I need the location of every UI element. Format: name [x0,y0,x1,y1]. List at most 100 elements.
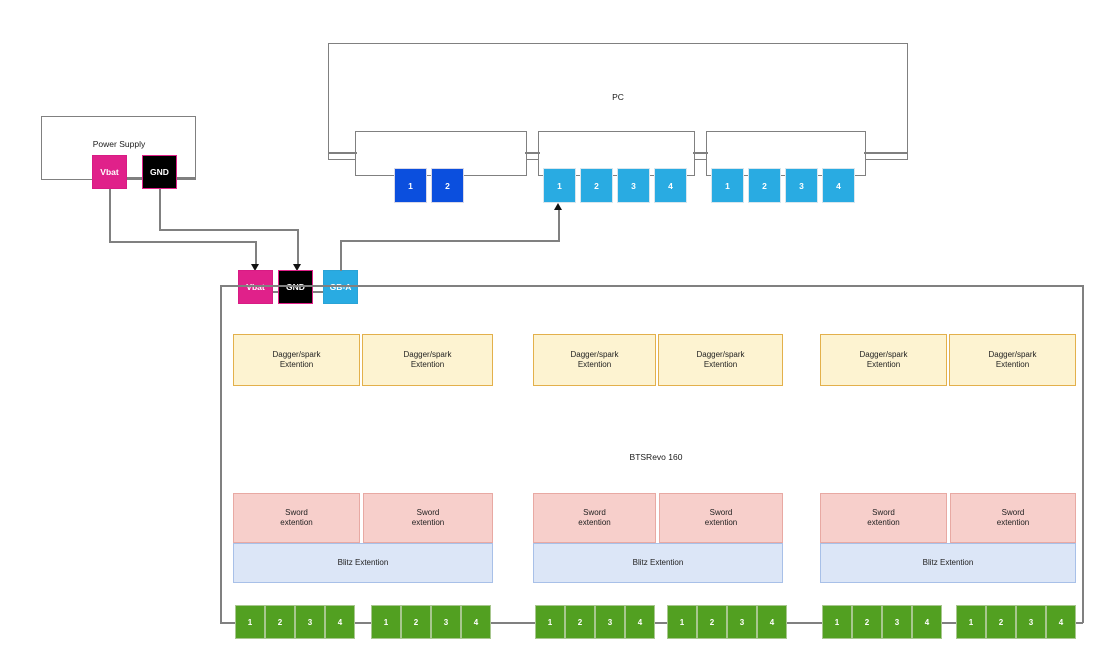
channel-cell-1-2[interactable]: 2 [265,605,295,639]
power-supply-label: Power Supply [92,138,146,149]
channel-cell-4-2[interactable]: 2 [697,605,727,639]
pc-port-2-1[interactable]: 1 [543,168,576,203]
channel-cell-6-2[interactable]: 2 [986,605,1016,639]
channel-cell-1-4[interactable]: 4 [325,605,355,639]
channel-cell-3-1[interactable]: 1 [535,605,565,639]
wire-vbat-down-2 [255,241,257,266]
channel-link-1-2 [355,622,371,624]
pc-port-1-1[interactable]: 1 [394,168,427,203]
sword-extension-card-1[interactable]: Sword extention [233,493,360,543]
pc-port-2-3[interactable]: 3 [617,168,650,203]
channel-cell-4-4[interactable]: 4 [757,605,787,639]
pc-port-3-4[interactable]: 4 [822,168,855,203]
channel-cell-5-2[interactable]: 2 [852,605,882,639]
sword-extension-card-2[interactable]: Sword extention [363,493,493,543]
pc-port-3-3[interactable]: 3 [785,168,818,203]
device-loop-left [220,285,222,623]
sword-card-5-text: Sword extention [867,508,899,528]
channel-cell-5-1[interactable]: 1 [822,605,852,639]
blitz-extension-card-2[interactable]: Blitz Extention [533,543,783,583]
power-supply-terminal-gnd[interactable]: GND [142,155,177,189]
dagger-extension-card-2[interactable]: Dagger/spark Extention [362,334,493,386]
dagger-extension-card-1[interactable]: Dagger/spark Extention [233,334,360,386]
wire-gba-across [340,240,560,242]
pc-link-right-stub [864,152,908,154]
channel-cell-6-4[interactable]: 4 [1046,605,1076,639]
wire-gnd-down-1 [159,189,161,230]
pc-link-shelf2-shelf3 [693,152,708,154]
pc-port-2-4[interactable]: 4 [654,168,687,203]
power-supply-inner-rail [127,177,142,179]
sword-card-3-text: Sword extention [578,508,610,528]
sword-extension-card-4[interactable]: Sword extention [659,493,783,543]
dagger-card-6-line1: Dagger/spark [988,350,1037,359]
channel-cell-5-3[interactable]: 3 [882,605,912,639]
sword-card-2-line1: Sword [416,508,440,517]
dagger-extension-card-3[interactable]: Dagger/spark Extention [533,334,656,386]
wire-vbat-arrowhead [251,264,259,271]
channel-cell-1-1[interactable]: 1 [235,605,265,639]
pc-port-1-2[interactable]: 2 [431,168,464,203]
dagger-card-4-line1: Dagger/spark [696,350,745,359]
dagger-card-1-line1: Dagger/spark [272,350,321,359]
channel-cell-3-4[interactable]: 4 [625,605,655,639]
sword-card-4-line2: extention [704,518,738,527]
channel-cell-2-1[interactable]: 1 [371,605,401,639]
channel-cell-6-3[interactable]: 3 [1016,605,1046,639]
device-terminal-vbat[interactable]: Vbat [238,270,273,304]
channel-cell-4-3[interactable]: 3 [727,605,757,639]
dagger-extension-card-6[interactable]: Dagger/spark Extention [949,334,1076,386]
sword-extension-card-5[interactable]: Sword extention [820,493,947,543]
dagger-card-5-text: Dagger/spark Extention [859,350,907,370]
pc-port-3-1[interactable]: 1 [711,168,744,203]
channel-cell-5-4[interactable]: 4 [912,605,942,639]
channel-cell-6-1[interactable]: 1 [956,605,986,639]
sword-card-2-text: Sword extention [412,508,444,528]
pc-link-left-stub [328,152,357,154]
channel-link-5-6 [942,622,956,624]
device-terminal-link-vbat-gnd [273,291,278,293]
wire-gnd-across [159,229,299,231]
sword-extension-card-3[interactable]: Sword extention [533,493,656,543]
dagger-extension-card-5[interactable]: Dagger/spark Extention [820,334,947,386]
wire-gba-up-1 [340,240,342,271]
channel-cell-3-2[interactable]: 2 [565,605,595,639]
wire-vbat-across [109,241,257,243]
dagger-card-6-line2: Extention [995,360,1030,369]
sword-card-1-line1: Sword [285,508,308,517]
dagger-card-6-text: Dagger/spark Extention [988,350,1036,370]
channel-cell-2-4[interactable]: 4 [461,605,491,639]
pc-link-shelf1-shelf2 [525,152,540,154]
channel-link-4-5 [787,622,822,624]
pc-port-2-2[interactable]: 2 [580,168,613,203]
sword-card-6-line1: Sword [1001,508,1025,517]
blitz-extension-card-1[interactable]: Blitz Extention [233,543,493,583]
device-loop-top [220,285,1083,287]
sword-card-5-line2: extention [867,518,900,527]
sword-extension-card-6[interactable]: Sword extention [950,493,1076,543]
blitz-extension-card-3[interactable]: Blitz Extention [820,543,1076,583]
dagger-extension-card-4[interactable]: Dagger/spark Extention [658,334,783,386]
dagger-card-2-line1: Dagger/spark [403,350,452,359]
pc-port-3-2[interactable]: 2 [748,168,781,203]
channel-cell-4-1[interactable]: 1 [667,605,697,639]
sword-card-1-line2: extention [280,518,313,527]
channel-cell-2-3[interactable]: 3 [431,605,461,639]
dagger-card-1-text: Dagger/spark Extention [272,350,320,370]
device-terminal-gnd[interactable]: GND [278,270,313,304]
device-terminal-link-gnd-gba [313,291,323,293]
power-supply-terminal-vbat[interactable]: Vbat [92,155,127,189]
channel-cell-3-3[interactable]: 3 [595,605,625,639]
sword-card-5-line1: Sword [872,508,895,517]
device-terminal-gba[interactable]: GB-A [323,270,358,304]
sword-card-4-line1: Sword [709,508,733,517]
pc-label: PC [612,91,624,102]
dagger-card-3-text: Dagger/spark Extention [570,350,618,370]
wire-gnd-arrowhead [293,264,301,271]
channel-cell-1-3[interactable]: 3 [295,605,325,639]
sword-card-6-line2: extention [996,518,1030,527]
wire-gba-arrowhead [554,203,562,210]
channel-cell-2-2[interactable]: 2 [401,605,431,639]
channel-link-2-3 [491,622,535,624]
